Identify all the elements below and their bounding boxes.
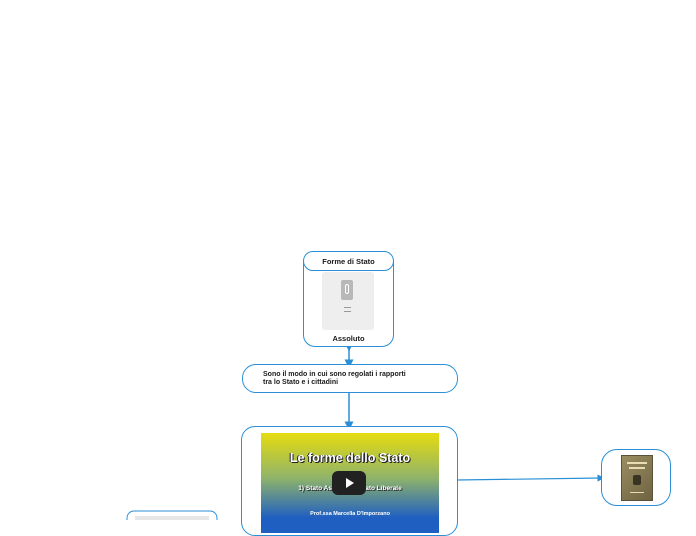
description-node[interactable]: Sono il modo in cui sono regolati i rapp… [242,364,458,393]
book-cover-icon [621,455,653,501]
video-author: Prof.ssa Marcella D'Imporzano [310,511,390,517]
phone-image-icon [341,280,353,300]
root-title-box: Forme di Stato [303,251,394,271]
description-line1: Sono il modo in cui sono regolati i rapp… [263,371,406,378]
video-title: Le forme dello Stato [289,451,411,465]
root-image-label: Assoluto [332,334,365,343]
play-button[interactable] [332,471,366,495]
video-thumbnail[interactable]: Le forme dello Stato 1) Stato Assoluto e… [261,433,439,533]
connector-video-book [456,474,605,482]
book-node[interactable] [601,449,671,506]
connectors [126,342,605,520]
root-image[interactable] [322,272,374,330]
play-icon [346,478,354,488]
video-node[interactable]: Le forme dello Stato 1) Stato Assoluto e… [241,426,458,536]
root-node[interactable]: Forme di Stato Assoluto [303,251,394,347]
root-title: Forme di Stato [322,256,375,266]
description-line2: tra lo Stato e i cittadini [263,379,339,386]
description-text: Sono il modo in cui sono regolati i rapp… [263,371,453,387]
